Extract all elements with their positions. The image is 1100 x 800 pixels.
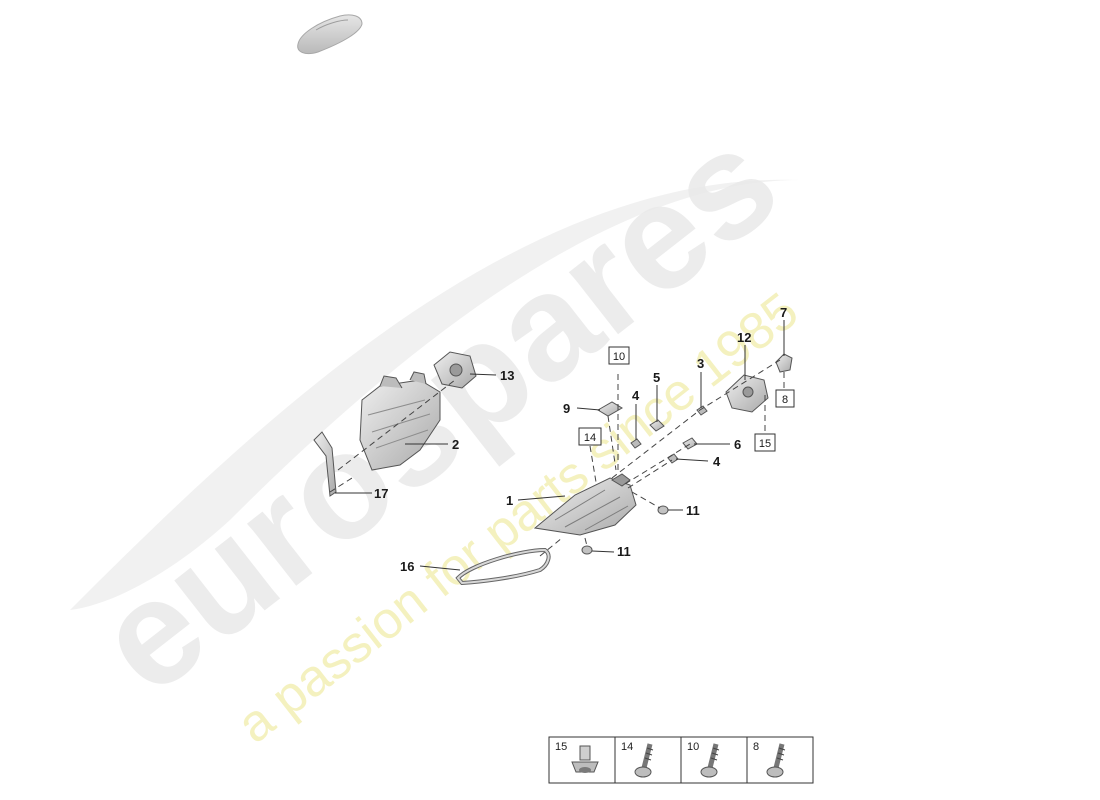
callout-7: 7 [780,305,787,320]
svg-text:10: 10 [613,351,625,363]
part-12-control-unit [725,374,769,413]
legend-cell-10: 10 [687,741,720,778]
boxed-callouts: 10 14 8 15 [578,346,795,452]
callout-17: 17 [374,486,388,501]
part-16-gasket [455,547,551,586]
callout-4-upper: 4 [632,388,640,403]
boxed-callout-15: 15 [754,433,776,452]
svg-text:14: 14 [584,432,596,444]
part-11-plug-lower [581,545,593,555]
svg-text:15: 15 [759,438,771,450]
callout-11-right: 11 [686,503,700,518]
callout-6: 6 [734,437,741,452]
legend-cell-8: 8 [753,741,786,778]
svg-text:8: 8 [782,394,788,406]
callout-3: 3 [697,356,704,371]
leader-lines [335,320,785,571]
screw-icon [700,743,720,778]
part-9-plate [597,401,623,417]
callout-4-lower: 4 [713,454,721,469]
callout-5: 5 [653,370,660,385]
svg-text:14: 14 [621,741,633,753]
boxed-callout-8: 8 [775,389,795,408]
callout-1: 1 [506,493,513,508]
part-2-housing [359,371,441,471]
legend-cell-14: 14 [621,741,654,778]
part-13-module [433,351,477,389]
screw-icon [766,743,786,778]
boxed-callout-10: 10 [608,346,630,365]
watermark-swoosh [70,179,800,610]
boxed-callout-14: 14 [578,427,602,446]
part-4-clip-lower [667,453,679,464]
callout-16: 16 [400,559,414,574]
callout-13: 13 [500,368,514,383]
part-1-headlight [533,473,637,536]
part-4-clip-upper [630,438,642,449]
legend-cell-15: 15 [555,741,599,773]
part-5-clip [649,419,665,432]
callout-11-lower: 11 [617,544,631,559]
assembly-lines [329,359,785,557]
screw-icon [634,743,654,778]
svg-text:10: 10 [687,741,699,753]
part-7-adjuster [775,353,793,373]
callout-2: 2 [452,437,459,452]
part-17-bracket [313,431,337,497]
svg-text:8: 8 [753,741,759,753]
callouts: 1 2 3 4 4 5 6 7 9 11 11 12 13 16 17 [374,305,787,574]
flange-screw-icon [571,745,599,773]
fastener-legend: 15 14 10 8 [548,736,814,784]
svg-text:15: 15 [555,741,567,753]
car-silhouette-icon [297,14,363,55]
callout-9: 9 [563,401,570,416]
callout-12: 12 [737,330,751,345]
